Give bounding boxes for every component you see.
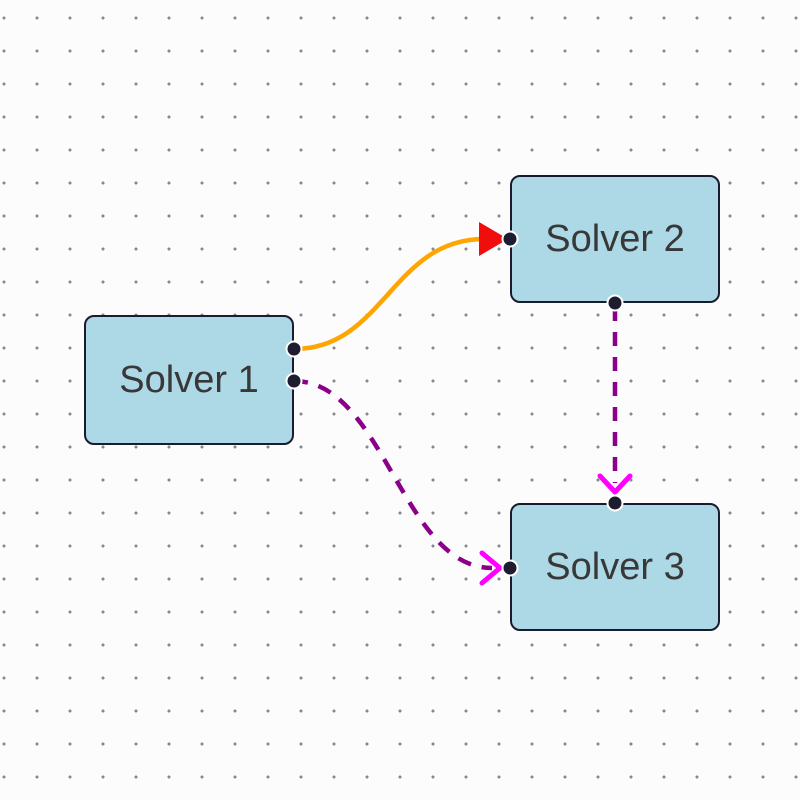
arrowhead-chevron-solver3-left [479, 550, 503, 586]
node-solver-1[interactable]: Solver 1 [84, 315, 294, 445]
edge-solver1-to-solver2[interactable] [291, 236, 487, 352]
node-solver-1-label: Solver 1 [119, 358, 259, 401]
handle-solver1-source-bottom[interactable] [285, 372, 303, 390]
node-solver-3-label: Solver 3 [545, 545, 685, 588]
handle-solver2-source-bottom[interactable] [606, 294, 624, 312]
node-solver-3[interactable]: Solver 3 [510, 503, 720, 631]
node-solver-2-label: Solver 2 [545, 217, 685, 260]
handle-solver2-target-left[interactable] [501, 230, 519, 248]
arrowhead-chevron-solver3-top [597, 473, 633, 495]
handle-solver3-target-left[interactable] [501, 559, 519, 577]
arrowhead-triangle-solver2 [479, 222, 508, 256]
handle-solver3-target-top[interactable] [606, 494, 624, 512]
edge-solver1-to-solver3[interactable] [293, 378, 493, 571]
handle-solver1-source-top[interactable] [285, 340, 303, 358]
node-solver-2[interactable]: Solver 2 [510, 175, 720, 303]
